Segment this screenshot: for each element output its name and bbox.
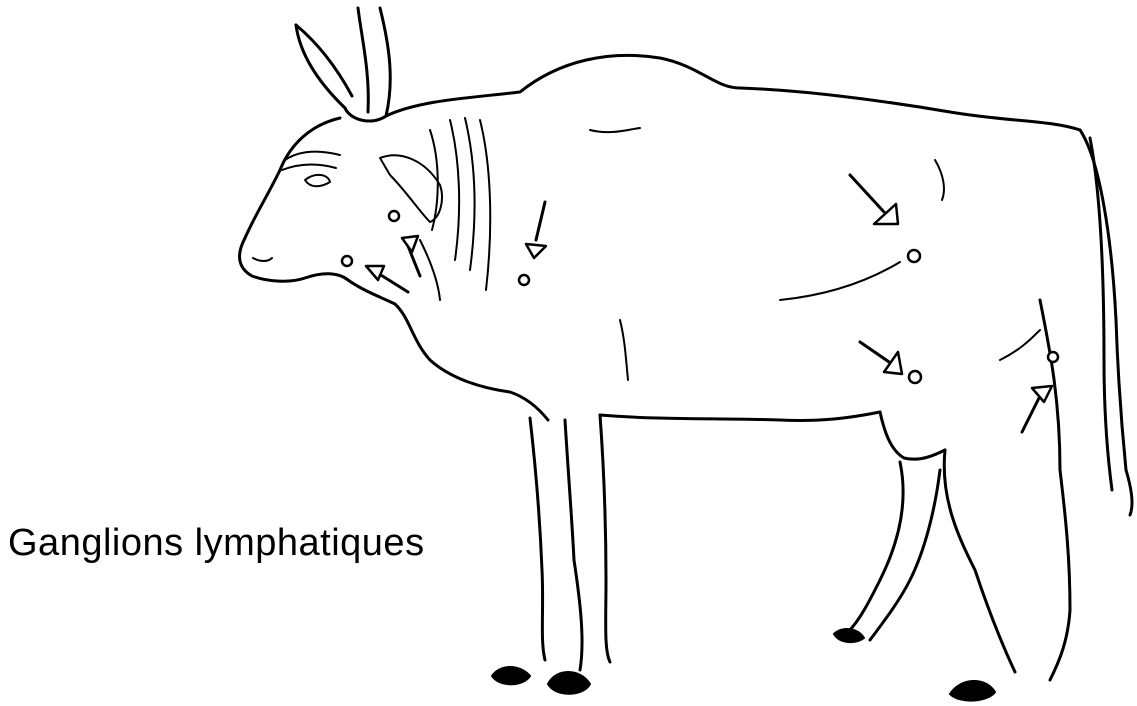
arrow-udder — [860, 342, 902, 374]
lymph-nodes — [342, 211, 1058, 383]
arrow-shoulder — [526, 202, 546, 258]
figure-caption: Ganglions lymphatiques — [8, 522, 425, 565]
arrow-jaw — [366, 266, 408, 292]
arrow-flank — [850, 175, 898, 224]
hooves — [492, 629, 995, 701]
horns — [296, 8, 390, 121]
lymph-node-prescapular — [519, 275, 529, 285]
arrow-hind-leg — [1022, 386, 1052, 432]
arrow-neck-upper — [402, 236, 420, 276]
lymph-node-popliteal — [1048, 352, 1058, 362]
lymph-node-supramammary — [909, 371, 921, 383]
body-details — [253, 118, 1040, 380]
pointer-arrows — [366, 175, 1052, 432]
lymph-node-submandibular — [342, 256, 352, 266]
lymph-node-prefemoral — [908, 250, 920, 262]
lymph-node-parotid — [389, 211, 399, 221]
cow-outline — [240, 55, 1133, 680]
